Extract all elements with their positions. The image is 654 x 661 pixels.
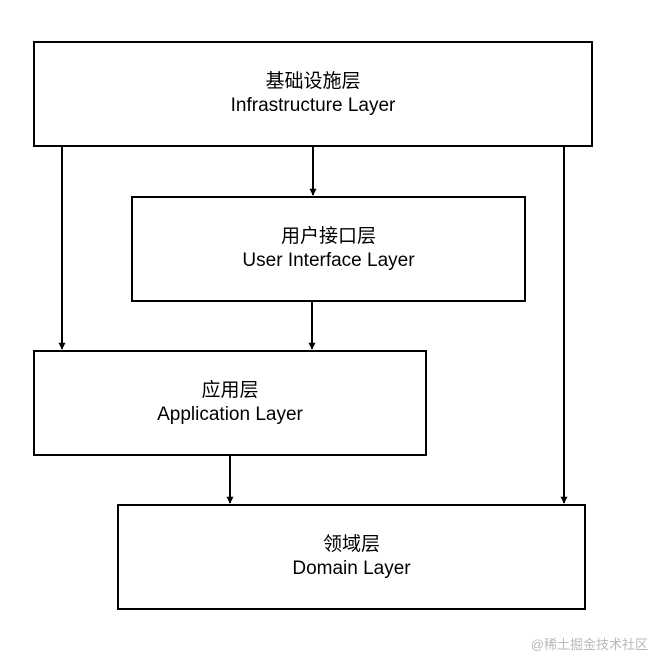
domain-layer-label-en: Domain Layer [292, 558, 411, 579]
application-layer-box: 应用层 Application Layer [33, 350, 427, 456]
infrastructure-layer-label-en: Infrastructure Layer [230, 95, 396, 116]
infrastructure-layer-box: 基础设施层 Infrastructure Layer [33, 41, 593, 147]
user-interface-layer-label-zh: 用户接口层 [280, 226, 376, 247]
domain-layer-label-zh: 领域层 [322, 534, 380, 555]
domain-layer-box: 领域层 Domain Layer [117, 504, 586, 610]
application-layer-label-zh: 应用层 [201, 380, 259, 401]
user-interface-layer-label-en: User Interface Layer [242, 250, 415, 271]
watermark-text: @稀土掘金技术社区 [530, 637, 648, 652]
application-layer-label-en: Application Layer [157, 404, 303, 425]
user-interface-layer-box: 用户接口层 User Interface Layer [131, 196, 526, 302]
infrastructure-layer-label-zh: 基础设施层 [265, 71, 361, 92]
